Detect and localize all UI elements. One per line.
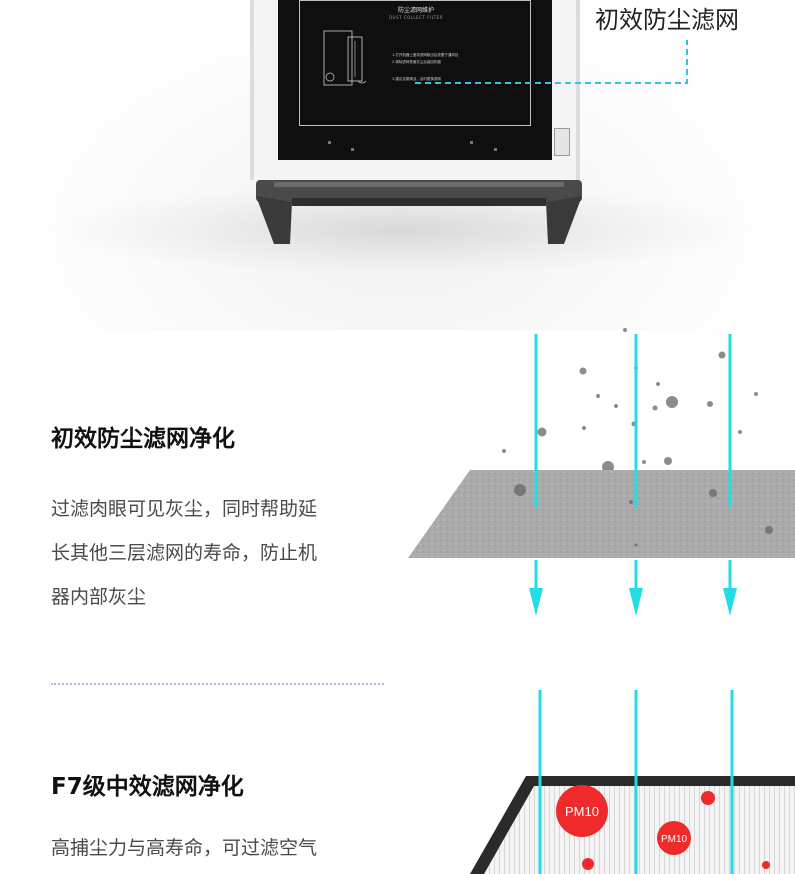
- filter-removal-illustration: [323, 30, 367, 86]
- dust-particles-above: [502, 328, 758, 475]
- pm10-particle-large: [556, 785, 608, 837]
- f7-filter-diagram: PM10 PM10: [470, 690, 795, 874]
- product-hero-section: 防尘滤网维护 DUST COLLECT FILTER 1.打开机器上盖将滤网取出…: [0, 0, 795, 330]
- panel-note-3: 3.建议定期清洁，及时更换滤网: [392, 77, 441, 81]
- panel-note-1: 1.打开机器上盖将滤网取出后放置于通风处: [392, 53, 459, 57]
- filter-sheet: [408, 470, 795, 558]
- callout-leader-line: [415, 40, 688, 84]
- down-arrow-icon: [529, 588, 737, 616]
- small-particle: [762, 861, 770, 869]
- pm10-label-2: PM10: [661, 834, 688, 845]
- panel-note-2: 2.清除滤网表面灰尘后装回机器: [392, 60, 441, 64]
- pm10-label-1: PM10: [565, 804, 599, 819]
- f7-filter-title: F7级中效滤网净化: [51, 774, 244, 800]
- description-line-3: 器内部灰尘: [51, 586, 147, 608]
- airflow-lines-f7: [538, 690, 734, 874]
- section-divider: [51, 683, 384, 685]
- dust-on-filter: [514, 484, 773, 547]
- primary-filter-description: 过滤肉眼可见灰尘，同时帮助延 长其他三层滤网的寿命，防止机 器内部灰尘: [51, 487, 381, 619]
- pm10-particles: PM10 PM10: [556, 785, 770, 870]
- panel-subtitle: DUST COLLECT FILTER: [388, 15, 444, 20]
- air-purifier-base: [256, 180, 582, 244]
- airflow-lines: [534, 334, 732, 596]
- primary-filter-diagram: [408, 328, 795, 616]
- filter-pleats: [484, 786, 795, 874]
- door-screws: [328, 141, 497, 151]
- panel-title: 防尘滤网维护: [397, 7, 434, 14]
- side-latch: [554, 128, 570, 156]
- description-line-2: 长其他三层滤网的寿命，防止机: [51, 542, 318, 564]
- maintenance-instruction-panel: 防尘滤网维护 DUST COLLECT FILTER 1.打开机器上盖将滤网取出…: [299, 0, 531, 126]
- callout-label: 初效防尘滤网: [595, 6, 739, 34]
- f7-filter-description: 高捕尘力与高寿命，可过滤空气: [51, 837, 318, 859]
- small-particle: [582, 858, 594, 870]
- small-particle: [701, 791, 715, 805]
- primary-filter-title: 初效防尘滤网净化: [51, 426, 235, 452]
- pm10-particle-medium: [657, 821, 691, 855]
- description-line-1: 过滤肉眼可见灰尘，同时帮助延: [51, 498, 318, 520]
